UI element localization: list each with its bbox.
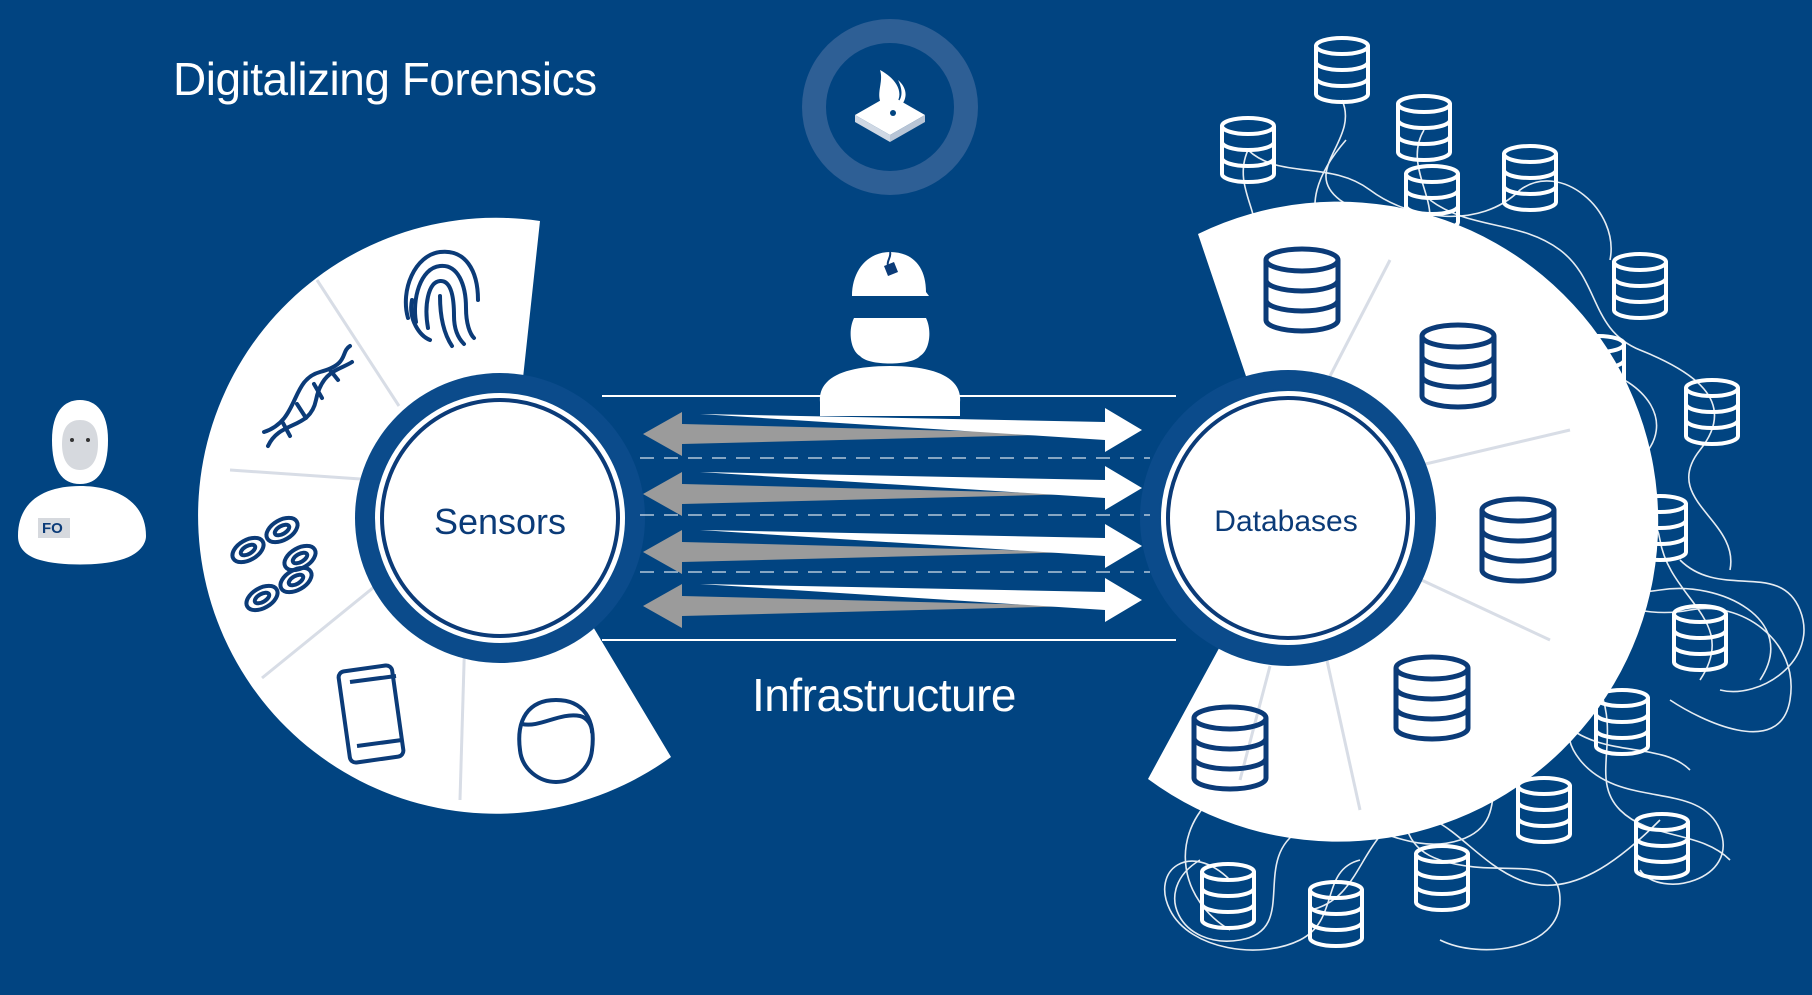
blood-cells-icon <box>230 515 318 613</box>
dna-icon <box>262 344 354 448</box>
database-icon <box>1516 776 1572 844</box>
database-icon <box>1634 812 1690 880</box>
infrastructure-label: Infrastructure <box>752 669 1017 721</box>
database-icon <box>1612 252 1668 320</box>
database-icon <box>1200 862 1256 930</box>
databases-label: Databases <box>1214 505 1358 538</box>
sensors-label: Sensors <box>433 501 567 542</box>
database-icon <box>1672 604 1728 672</box>
database-icon <box>1314 36 1370 104</box>
databases-ring <box>1140 201 1659 842</box>
database-icon <box>1684 378 1740 446</box>
database-icon <box>1308 880 1364 948</box>
sensors-arc <box>198 217 671 814</box>
flame-badge-icon <box>855 70 925 142</box>
police-officer-icon <box>819 251 961 416</box>
database-icon <box>1396 94 1452 162</box>
sensors-ring <box>198 217 671 814</box>
forensic-officer-badge: FO <box>42 520 63 537</box>
forensic-officer-icon <box>18 400 146 565</box>
tablet-icon <box>336 663 406 765</box>
face-icon <box>517 697 595 785</box>
page-title: Digitalizing Forensics <box>173 53 597 105</box>
database-icon <box>1414 844 1470 912</box>
police-logo <box>802 19 978 195</box>
database-icon <box>1502 144 1558 212</box>
fingerprint-icon <box>403 249 480 348</box>
data-flow-arrows <box>643 408 1142 628</box>
database-icon <box>1220 116 1276 184</box>
infrastructure-channel <box>602 395 1176 641</box>
databases-dividers <box>1238 259 1571 811</box>
databases-arc <box>1148 201 1659 842</box>
